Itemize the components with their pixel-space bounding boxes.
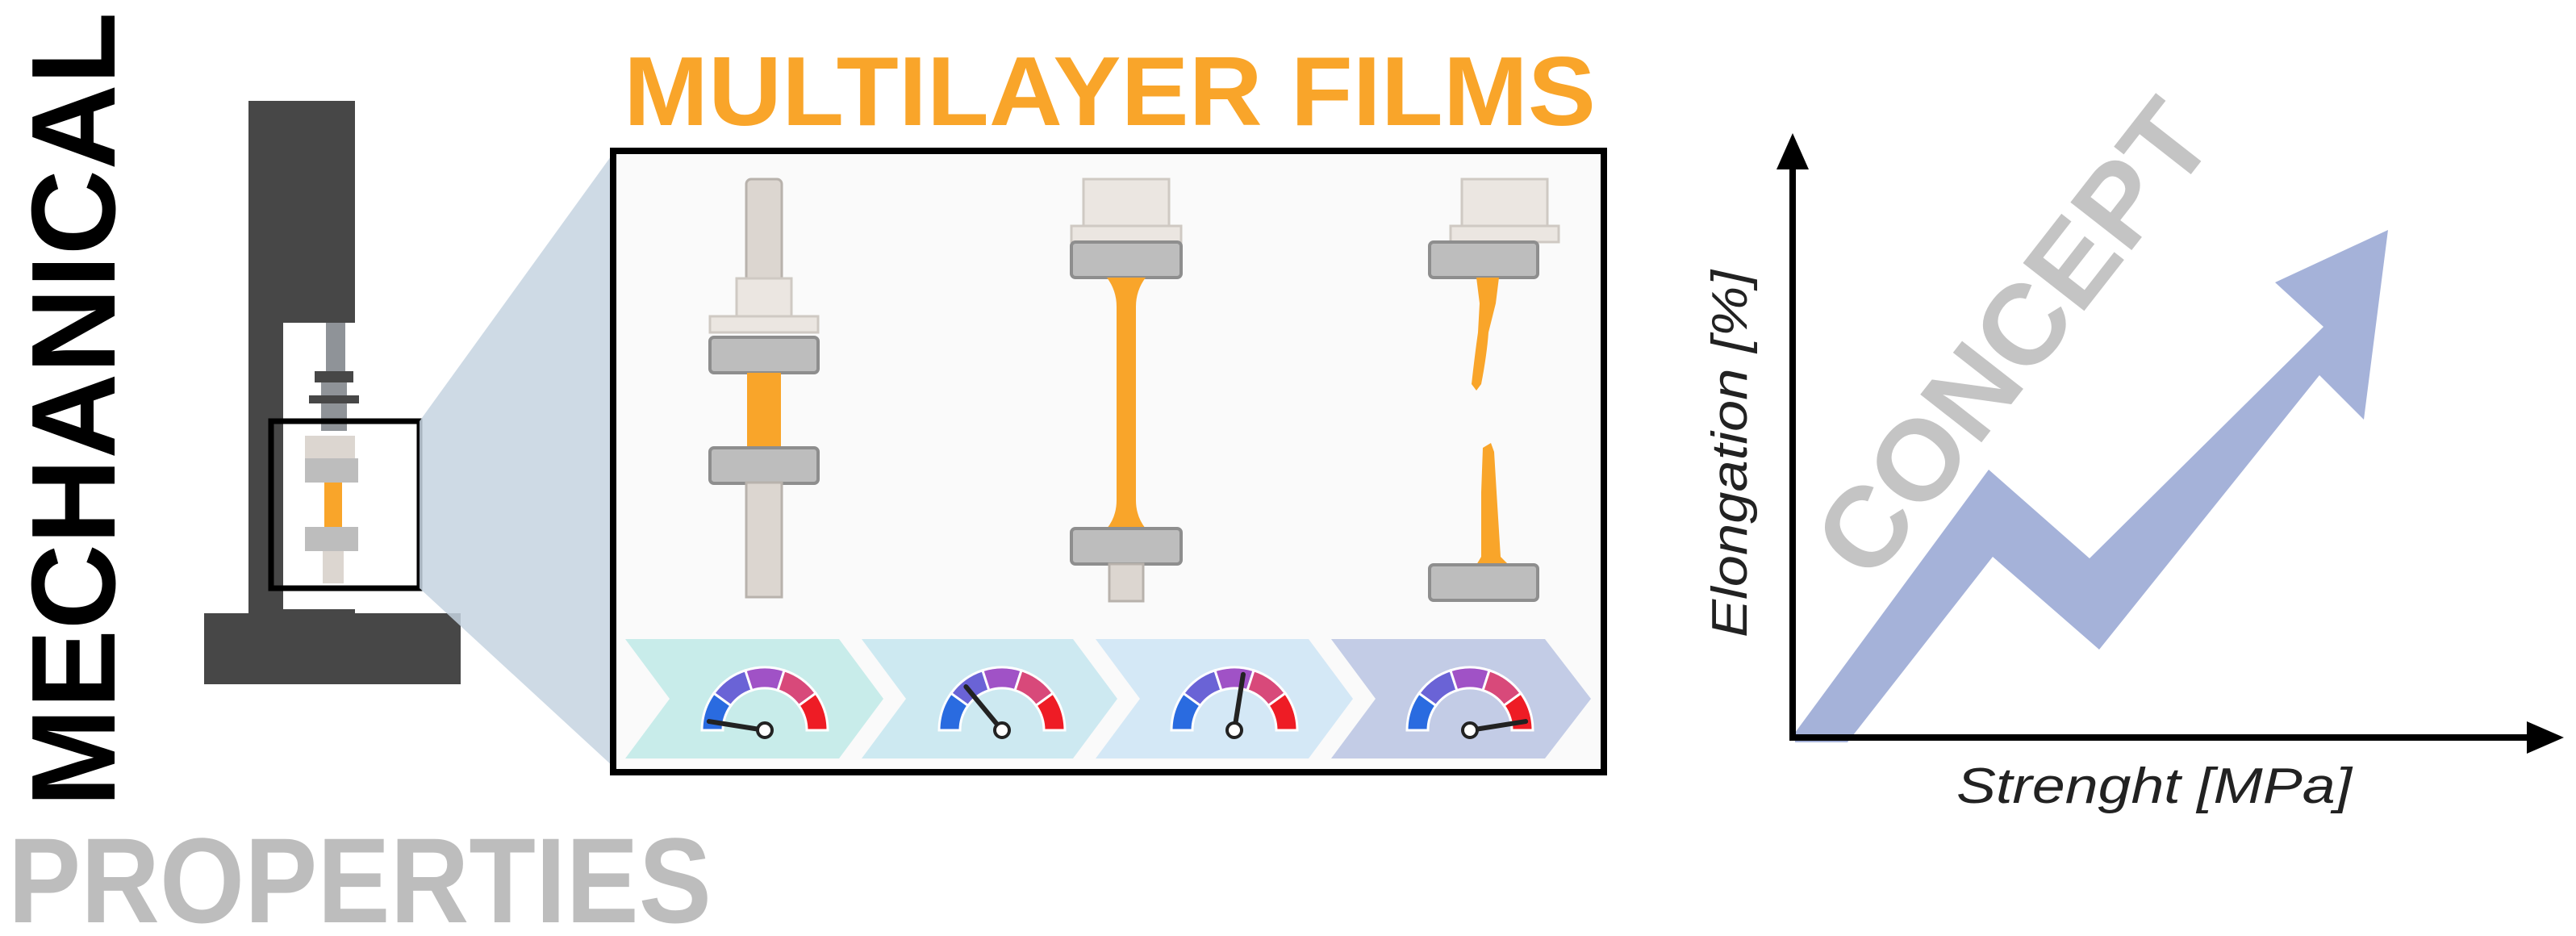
gauge-icon (937, 666, 1067, 739)
concept-chart: CONCEPT Elongation [%] Strenght [MPa] (1702, 77, 2564, 814)
films-panel (610, 148, 1607, 775)
gauge-icon (1170, 666, 1299, 739)
y-axis-label: Elongation [%] (1702, 269, 1758, 637)
film-specimen-icon (1428, 178, 1560, 602)
gauge-needle (963, 684, 1004, 733)
tensile-testing-machine-icon (204, 101, 461, 684)
gauge-hub (756, 721, 774, 739)
gauge-hub (1225, 721, 1243, 739)
film-specimen-icon (1070, 178, 1183, 603)
y-axis-arrowhead (1776, 133, 1809, 169)
multilayer-films-title: MULTILAYER FILMS (624, 36, 1596, 146)
x-axis-label: Strenght [MPa] (1956, 758, 2353, 814)
gauge-needle (1468, 719, 1529, 733)
gauges-row (700, 666, 1534, 739)
zoom-projection (420, 153, 613, 767)
film-specimen-icon (708, 178, 820, 599)
gauge-needle (1232, 671, 1246, 733)
gauge-hub (1461, 721, 1479, 739)
gauge-icon (700, 666, 829, 739)
properties-label: PROPERTIES (8, 813, 712, 936)
mechanical-label: MECHANICAL (7, 12, 140, 807)
gauge-icon (1405, 666, 1534, 739)
x-axis-arrowhead (2527, 721, 2564, 754)
upward-zigzag-arrow-icon (1795, 230, 2388, 742)
gauge-needle (706, 719, 767, 733)
gauge-hub (993, 721, 1011, 739)
